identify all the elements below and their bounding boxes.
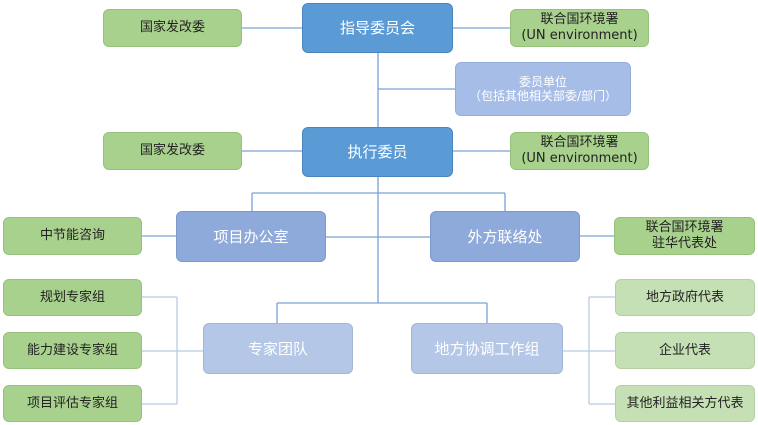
steering-committee-box: 指导委员会 [302,3,453,53]
unep-top-box: 联合国环境署 (UN environment) [510,9,649,47]
executive-committee-label: 执行委员 [347,143,408,161]
enterprise-rep-box: 企业代表 [615,332,755,369]
local-gov-rep-box: 地方政府代表 [615,279,755,316]
ndrc-top-box: 国家发改委 [103,9,242,47]
executive-committee-box: 执行委员 [302,127,453,177]
ndrc-top-label: 国家发改委 [139,20,205,36]
project-office-label: 项目办公室 [213,227,289,246]
capacity-group-box: 能力建设专家组 [3,332,142,369]
local-gov-rep-label: 地方政府代表 [645,289,724,305]
capacity-group-label: 能力建设专家组 [26,342,118,358]
unep-mid-box: 联合国环境署 (UN environment) [510,132,649,170]
foreign-liaison-label: 外方联络处 [467,227,543,246]
project-office-box: 项目办公室 [176,211,326,262]
unep-top-line1: 联合国环境署 [540,12,619,28]
member-units-line2: （包括其他相关部委/部门） [468,89,618,103]
unep-top-line2: (UN environment) [521,28,638,43]
planning-group-box: 规划专家组 [3,279,142,316]
expert-team-box: 专家团队 [203,323,353,374]
evaluation-group-box: 项目评估专家组 [3,385,142,422]
unep-mid-line1: 联合国环境署 [540,135,619,151]
evaluation-group-label: 项目评估专家组 [26,395,118,411]
enterprise-rep-label: 企业代表 [658,342,711,358]
china-energy-consulting-label: 中节能咨询 [39,228,105,244]
unep-mid-line2: (UN environment) [521,151,638,166]
unep-china-office-line1: 联合国环境署 [645,220,724,236]
member-units-line1: 委员单位 [518,74,567,89]
unep-china-office-box: 联合国环境署 驻华代表处 [614,217,755,255]
local-coordination-label: 地方协调工作组 [434,339,540,358]
china-energy-consulting-box: 中节能咨询 [3,217,142,255]
planning-group-label: 规划专家组 [39,289,105,305]
foreign-liaison-box: 外方联络处 [430,211,580,262]
other-stakeholders-box: 其他利益相关方代表 [615,385,755,422]
unep-china-office-line2: 驻华代表处 [651,236,717,251]
expert-team-label: 专家团队 [247,339,308,358]
steering-committee-label: 指导委员会 [339,19,415,37]
ndrc-mid-box: 国家发改委 [103,132,242,170]
member-units-box: 委员单位 （包括其他相关部委/部门） [455,62,631,116]
ndrc-mid-label: 国家发改委 [139,143,205,159]
other-stakeholders-label: 其他利益相关方代表 [626,395,744,411]
local-coordination-box: 地方协调工作组 [411,323,563,374]
